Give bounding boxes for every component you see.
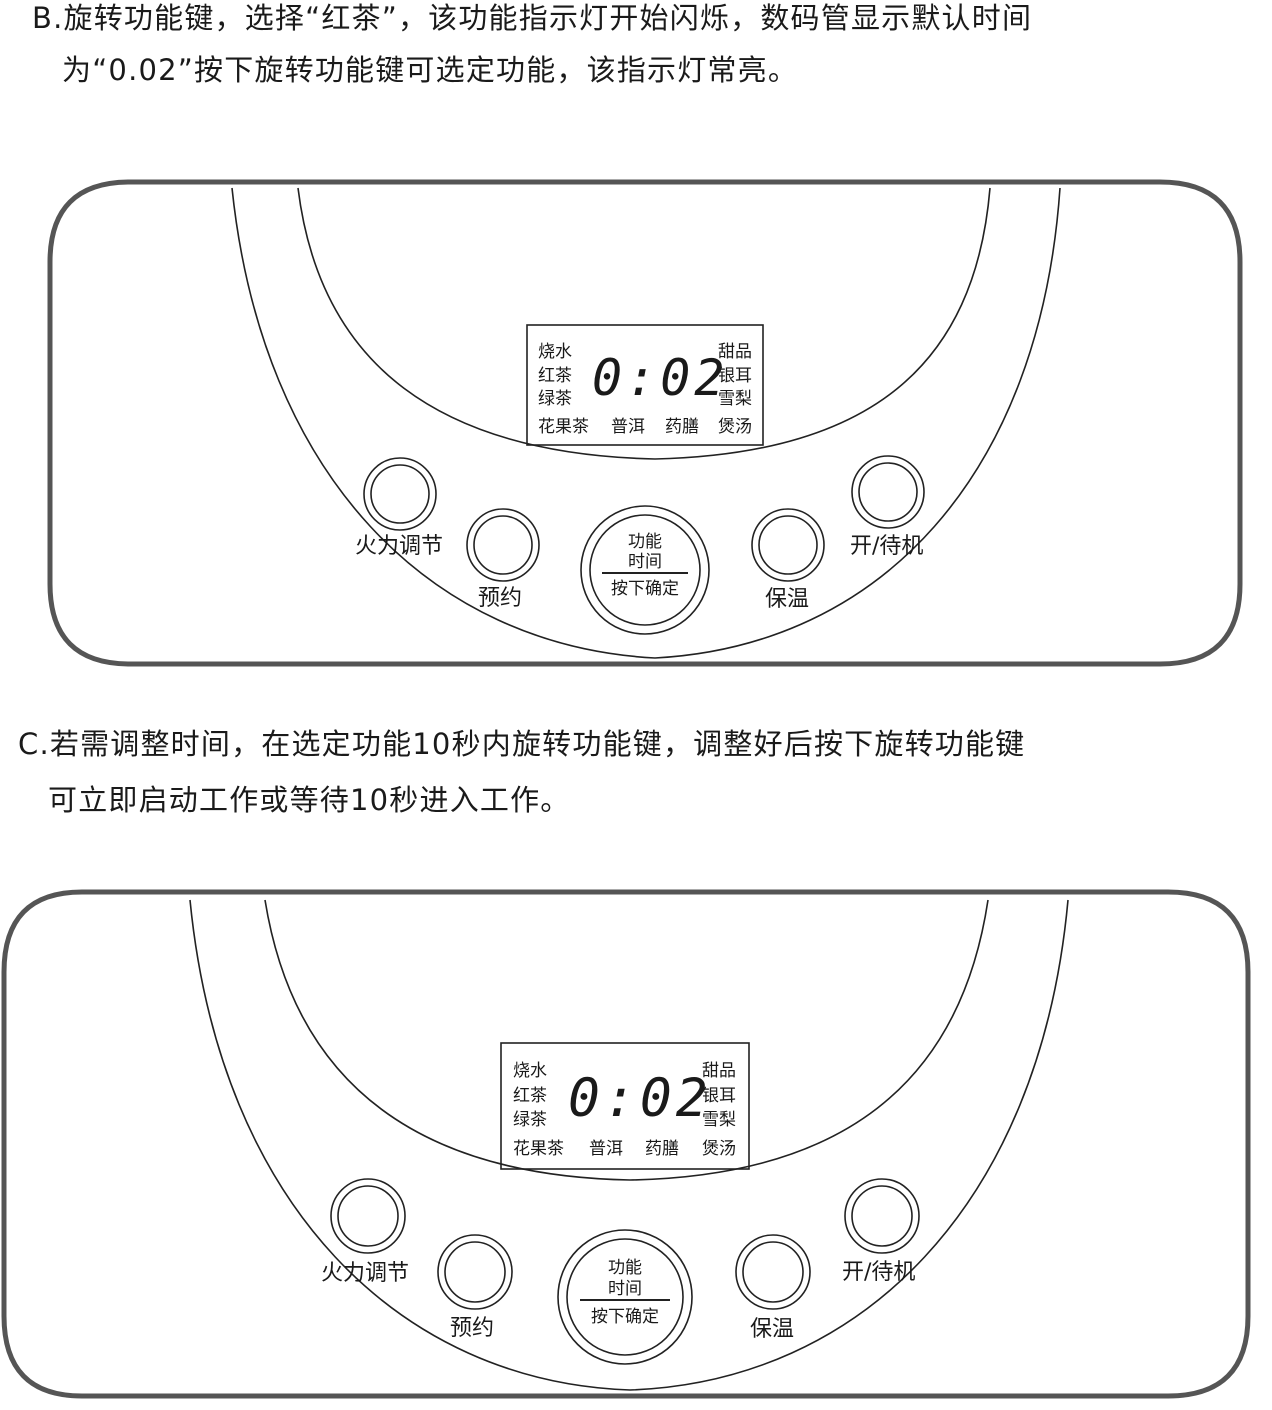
schedule-button[interactable] — [437, 1234, 513, 1310]
keep-warm-button-label: 保温 — [750, 1317, 794, 1342]
mode-puer: 普洱 — [611, 417, 645, 437]
outer-curve — [189, 899, 1069, 1391]
mode-red-tea: 红茶 — [538, 366, 572, 386]
power-button[interactable] — [851, 455, 925, 529]
mode-flower-tea: 花果茶 — [513, 1139, 564, 1159]
keep-warm-button[interactable] — [751, 508, 825, 582]
inner-curve — [297, 187, 991, 460]
mode-flower-tea: 花果茶 — [538, 417, 589, 437]
function-knob[interactable]: 功能 时间 按下确定 — [580, 505, 710, 635]
knob-label-function: 功能 — [608, 1258, 642, 1278]
mode-green-tea: 绿茶 — [538, 389, 572, 409]
time-readout: 0:02 — [592, 349, 728, 407]
power-button-label: 开/待机 — [842, 1260, 915, 1285]
step-c-text-line1: C.若需调整时间，在选定功能10秒内旋转功能键，调整好后按下旋转功能键 — [18, 727, 1026, 761]
keep-warm-button-label: 保温 — [765, 587, 809, 612]
function-knob[interactable]: 功能 时间 按下确定 — [557, 1229, 693, 1365]
mode-soup: 煲汤 — [702, 1139, 736, 1159]
mode-puer: 普洱 — [589, 1139, 623, 1159]
knob-label-time: 时间 — [608, 1279, 642, 1299]
step-c-text-line2: 可立即启动工作或等待10秒进入工作。 — [48, 783, 571, 817]
power-button[interactable] — [844, 1178, 920, 1254]
mode-herbal: 药膳 — [665, 417, 699, 437]
heat-button[interactable] — [363, 457, 437, 531]
lcd-display: 烧水 红茶 绿茶 甜品 银耳 雪梨 花果茶 普洱 药膳 煲汤 0:02 — [526, 324, 764, 446]
step-b-text-line2: 为“0.02”按下旋转功能键可选定功能，该指示灯常亮。 — [62, 53, 799, 87]
mode-dessert: 甜品 — [702, 1061, 736, 1081]
mode-pear: 雪梨 — [702, 1110, 736, 1130]
heat-button-label: 火力调节 — [355, 534, 443, 559]
heat-button-label: 火力调节 — [321, 1261, 409, 1286]
keep-warm-button[interactable] — [735, 1234, 811, 1310]
mode-boil-water: 烧水 — [538, 342, 572, 362]
knob-label-time: 时间 — [628, 552, 662, 572]
control-panel-figure-c: 烧水 红茶 绿茶 甜品 银耳 雪梨 花果茶 普洱 药膳 煲汤 0:02 火力调节… — [0, 886, 1272, 1406]
panel-outline — [1, 889, 1251, 1399]
knob-label-press-confirm: 按下确定 — [591, 1307, 659, 1327]
schedule-button-label: 预约 — [450, 1316, 494, 1341]
control-panel-figure-b: 烧水 红茶 绿茶 甜品 银耳 雪梨 花果茶 普洱 药膳 煲汤 0:02 火力调节… — [0, 176, 1272, 676]
schedule-button-label: 预约 — [478, 586, 522, 611]
control-panel-drawing: 烧水 红茶 绿茶 甜品 银耳 雪梨 花果茶 普洱 药膳 煲汤 0:02 火力调节… — [47, 179, 1243, 667]
heat-button[interactable] — [330, 1178, 406, 1254]
mode-red-tea: 红茶 — [513, 1086, 547, 1106]
mode-tremella: 银耳 — [718, 366, 752, 386]
knob-label-function: 功能 — [628, 532, 662, 552]
lcd-display: 烧水 红茶 绿茶 甜品 银耳 雪梨 花果茶 普洱 药膳 煲汤 0:02 — [500, 1042, 750, 1170]
mode-pear: 雪梨 — [718, 389, 752, 409]
mode-green-tea: 绿茶 — [513, 1110, 547, 1130]
mode-tremella: 银耳 — [702, 1086, 736, 1106]
mode-boil-water: 烧水 — [513, 1061, 547, 1081]
power-button-label: 开/待机 — [850, 534, 923, 559]
panel-outline — [47, 179, 1243, 667]
mode-dessert: 甜品 — [718, 342, 752, 362]
control-panel-drawing: 烧水 红茶 绿茶 甜品 银耳 雪梨 花果茶 普洱 药膳 煲汤 0:02 火力调节… — [1, 889, 1251, 1399]
inner-curve — [264, 899, 989, 1181]
time-readout: 0:02 — [568, 1068, 712, 1129]
outer-curve — [231, 187, 1061, 659]
mode-soup: 煲汤 — [718, 417, 752, 437]
schedule-button[interactable] — [466, 508, 540, 582]
step-b-text-line1: B.旋转功能键，选择“红茶”，该功能指示灯开始闪烁，数码管显示默认时间 — [32, 1, 1033, 35]
mode-herbal: 药膳 — [645, 1139, 679, 1159]
knob-label-press-confirm: 按下确定 — [611, 579, 679, 599]
